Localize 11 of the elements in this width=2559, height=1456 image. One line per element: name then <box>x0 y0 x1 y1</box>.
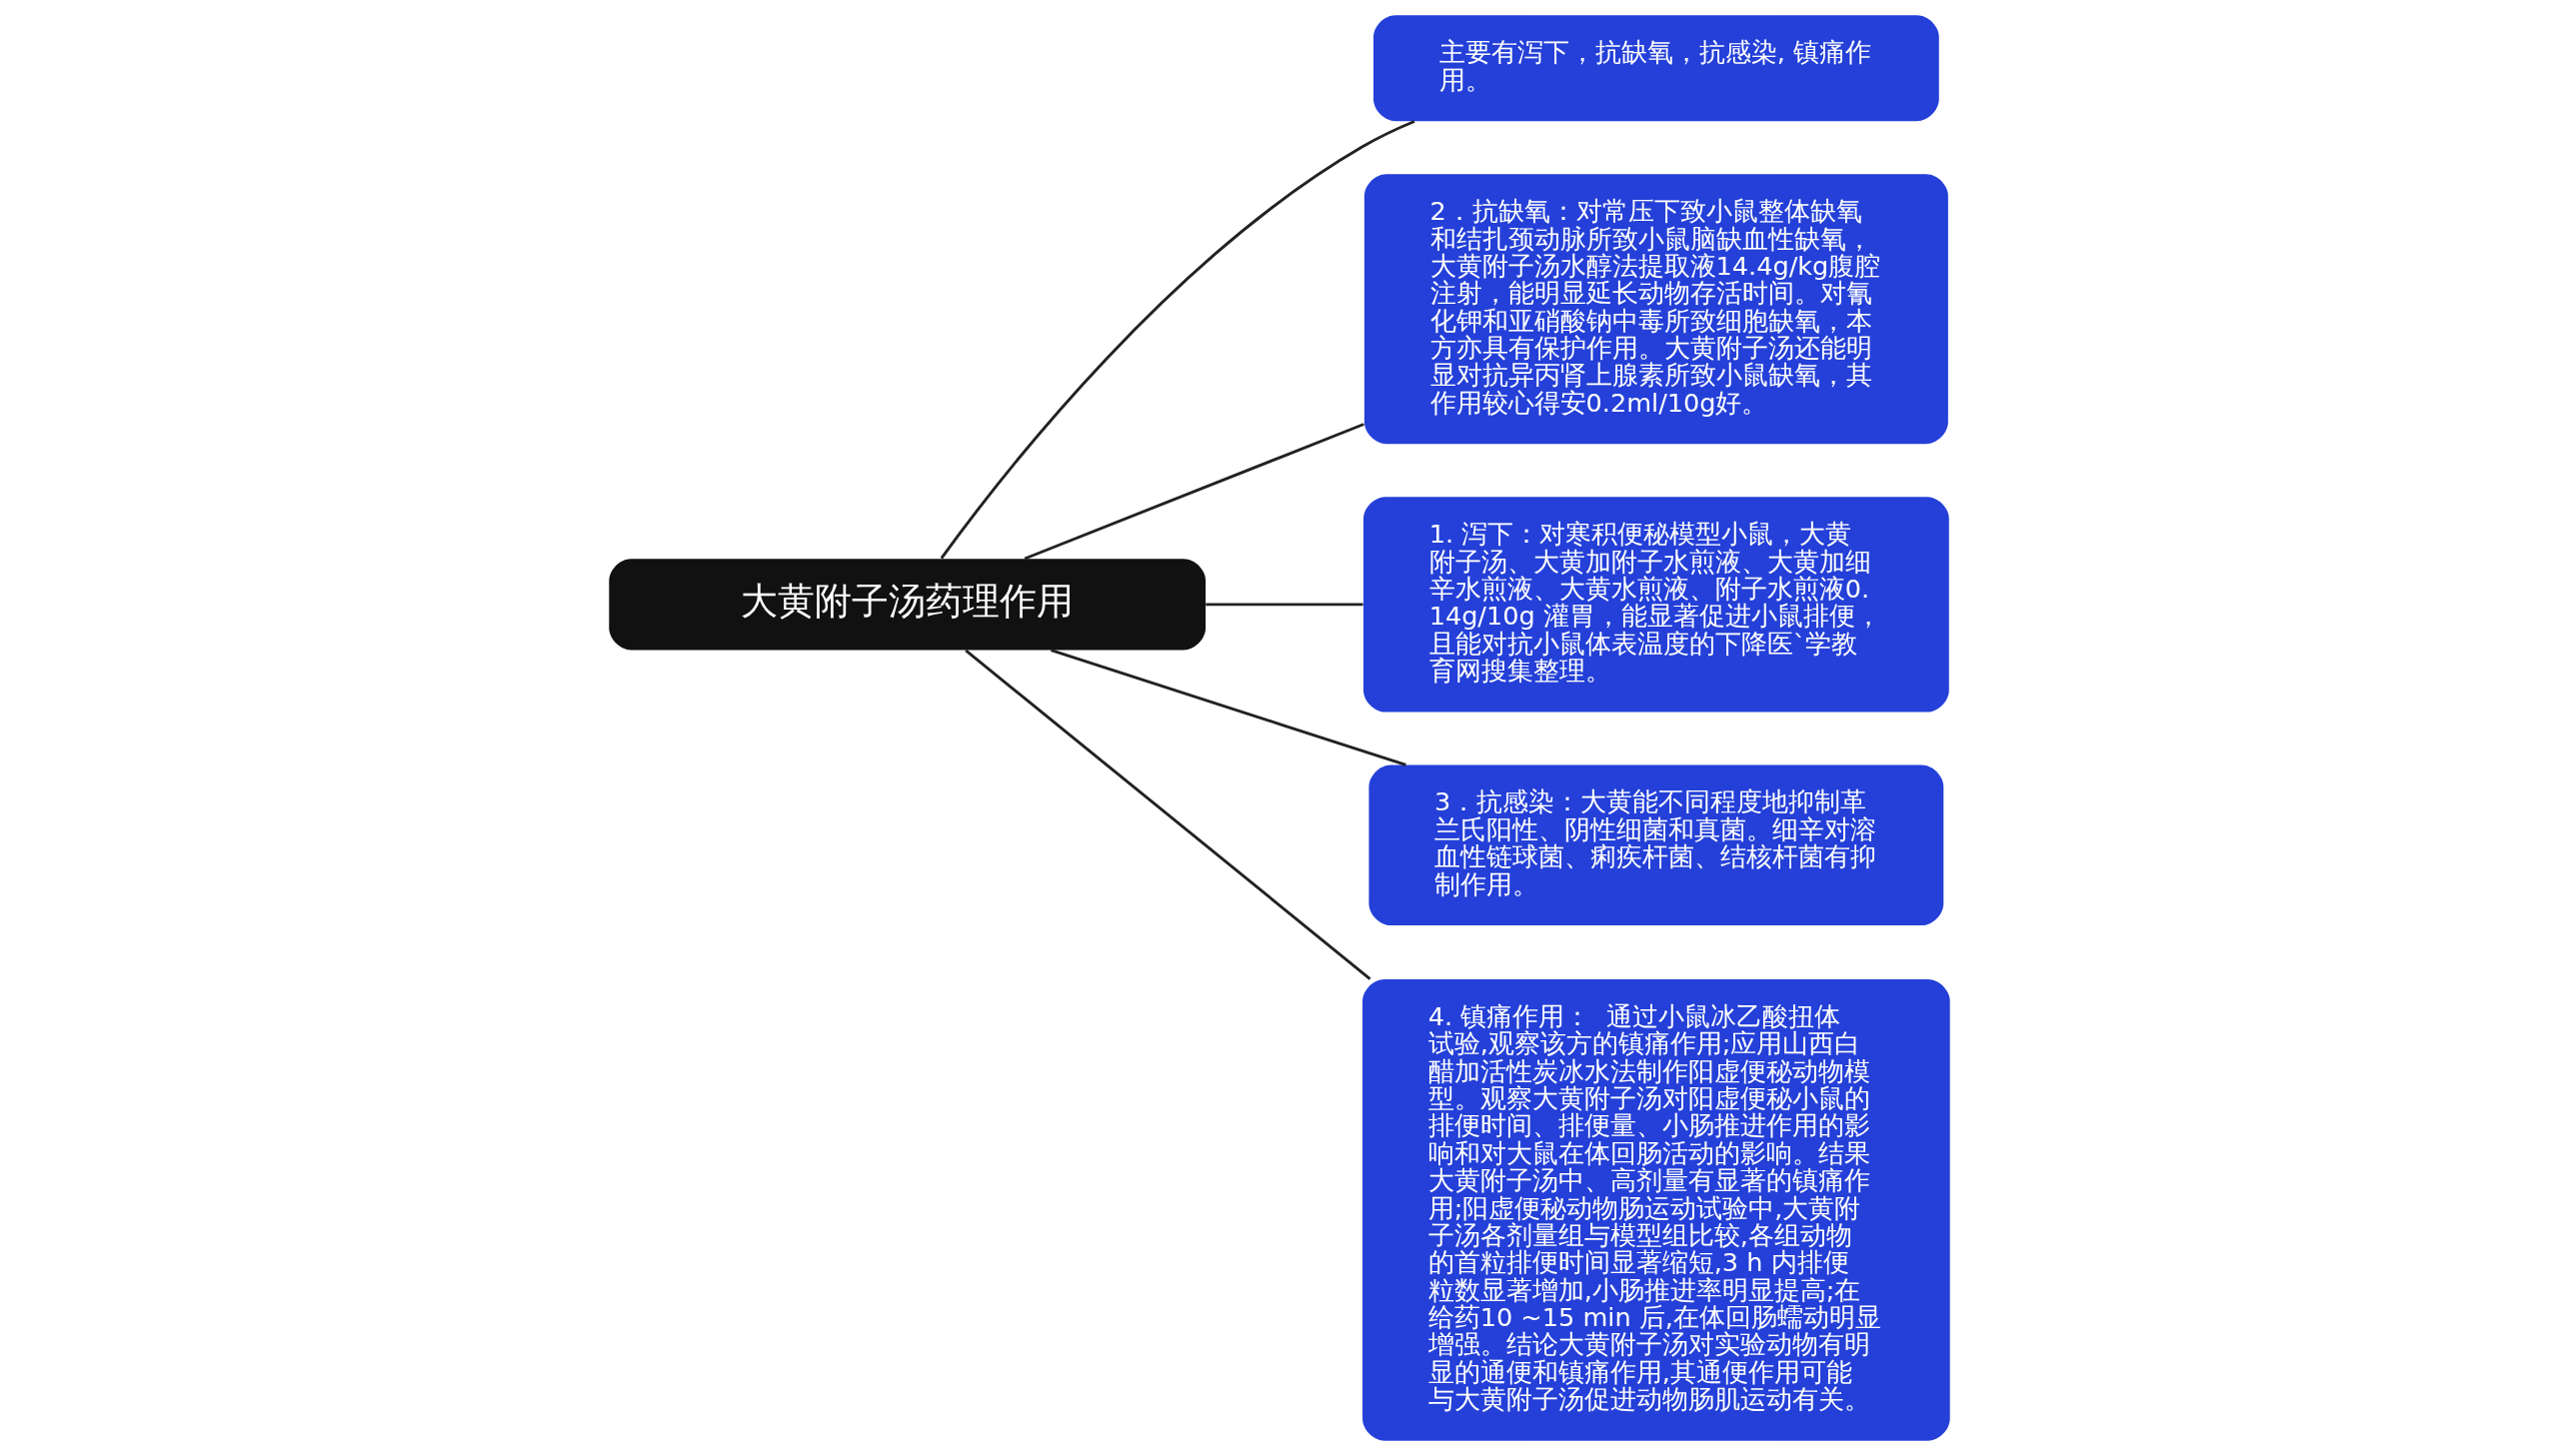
node-box: 1. 泻下：对寒积便秘模型小鼠，大黄附子汤、大黄加附子水煎液、大黄加细辛水煎液、大黄水煎液、附子水煎液0.14g/10g 灌胃，能显著促进小鼠排便，且能对抗小鼠体表温度的下降医`学教育网搜集整理。 <box>1362 497 1949 713</box>
node-box: 2．抗缺氧：对常压下致小鼠整体缺氧和结扎颈动脉所致小鼠脑缺血性缺氧，大黄附子汤水醇法提取液14.4g/kg腹腔注射，能明显延长动物存活时间。对氰化钾和亚硝酸钠中毒所致细胞缺氧，本方亦具有保护作用。大黄附子汤还能明显对抗异丙肾上腺素所致小鼠缺氧，其作用较心得安0.2ml/10g好。 <box>1363 174 1948 445</box>
node-box: 4. 镇痛作用： 通过小鼠冰乙酸扭体试验,观察该方的镇痛作用;应用山西白醋加活性炭冰水法制作阳虚便秘动物模型。观察大黄附子汤对阳虚便秘小鼠的排便时间、排便量、小肠推进作用的影响和对大鼠在体回肠活动的影响。结果大黄附子汤中、高剂量有显著的镇痛作用;阳虚便秘动物肠运动试验中,大黄附子汤各剂量组与模型组比较,各组动物的首粒排便时间显著缩短,3 h 内排便粒数显著增加,小肠推进率明显提高;在给药10 ~15 min 后,在体回肠蠕动明显增强。结论大黄附子汤对实验动物有明显的通便和镇痛作用,其通便作用可能与大黄附子汤促进动物肠肌运动有关。 <box>1362 978 1950 1441</box>
connector <box>965 649 1371 980</box>
connector <box>1206 603 1363 607</box>
connector <box>1051 649 1406 766</box>
connector <box>940 120 1415 560</box>
node-box: 3．抗感染：大黄能不同程度地抑制革兰氏阳性、阴性细菌和真菌。细辛对溶血性链球菌、痢疾杆菌、结核杆菌有抑制作用。 <box>1368 764 1944 926</box>
node-box: 大黄附子汤药理作用 <box>609 559 1207 651</box>
node-box: 主要有泻下，抗缺氧，抗感染, 镇痛作用。 <box>1373 15 1939 122</box>
connector <box>1024 423 1364 561</box>
